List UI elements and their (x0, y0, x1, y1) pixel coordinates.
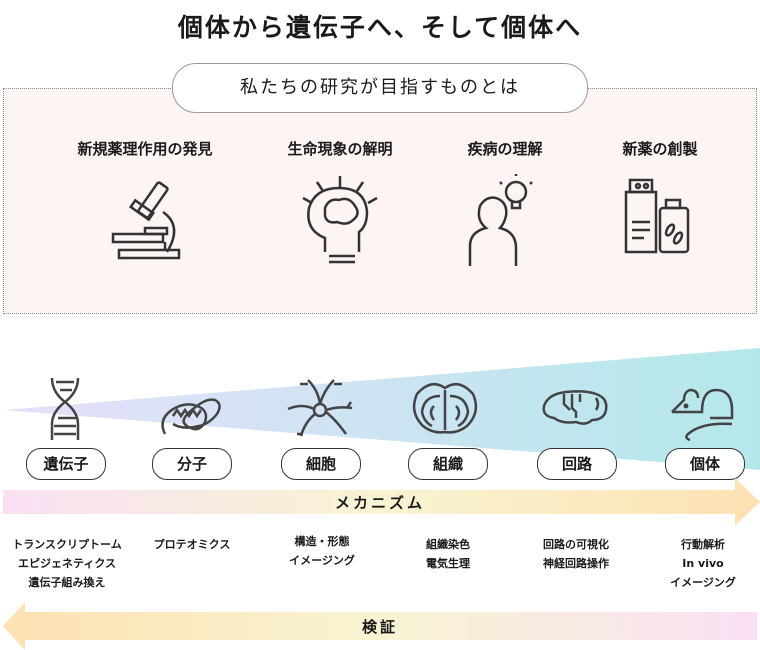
goal-label: 疾病の理解 (467, 140, 543, 158)
goal-label: 生命現象の解明 (287, 140, 393, 158)
goals-heading: 私たちの研究が目指すものとは (172, 63, 588, 113)
method-item: 神経回路操作 (543, 557, 609, 570)
method-list: 組織染色 電気生理 (378, 535, 518, 573)
method-item: プロテオミクス (153, 538, 231, 551)
method-list: 行動解析 In vivo イメージング (633, 535, 760, 592)
medicine-bottles-icon (624, 178, 690, 254)
method-list: トランスクリプトーム エピジェネティクス 遺伝子組み換え (0, 535, 137, 592)
goal-label: 新規薬理作用の発見 (77, 140, 213, 158)
page-title: 個体から遺伝子へ、そして個体へ (177, 13, 583, 42)
method-list: 構造・形態 イメージング (252, 532, 392, 570)
mechanism-label: メカニズム (334, 494, 425, 512)
stage-pill: 組織 (408, 448, 488, 480)
goal-label: 新薬の創製 (622, 140, 698, 158)
brain-circuit-icon (542, 390, 608, 425)
goals-panel (3, 88, 757, 314)
dna-icon (50, 377, 80, 440)
stage-pill: 個体 (665, 448, 745, 480)
method-item: イメージング (670, 576, 736, 589)
method-item: トランスクリプトーム (12, 538, 122, 551)
method-item: 電気生理 (426, 557, 470, 570)
method-list: プロテオミクス (122, 535, 262, 554)
method-item: 組織染色 (426, 538, 470, 551)
brain-head-icon (302, 176, 378, 264)
mouse-icon (671, 388, 734, 442)
neuron-icon (287, 379, 353, 437)
method-item: 回路の可視化 (543, 538, 609, 551)
brain-section-icon (412, 382, 478, 434)
method-item: イメージング (289, 554, 355, 567)
method-item: 構造・形態 (294, 535, 350, 548)
method-item: エピジェネティクス (17, 557, 116, 570)
verification-label: 検証 (361, 618, 398, 636)
microscope-icon (111, 181, 181, 260)
scale-wedge (4, 348, 760, 470)
method-item: 行動解析 (681, 538, 725, 551)
person-lightbulb-icon (468, 174, 533, 266)
mechanism-arrow (3, 478, 760, 526)
stage-pill: 細胞 (281, 448, 361, 480)
stage-pill: 分子 (152, 448, 232, 480)
method-item: 遺伝子組み換え (28, 576, 106, 589)
protein-icon (161, 398, 221, 435)
verification-arrow (3, 602, 757, 650)
method-list: 回路の可視化 神経回路操作 (506, 535, 646, 573)
stage-pill: 遺伝子 (26, 448, 106, 480)
method-item: In vivo (682, 557, 724, 570)
stage-pill: 回路 (537, 448, 617, 480)
